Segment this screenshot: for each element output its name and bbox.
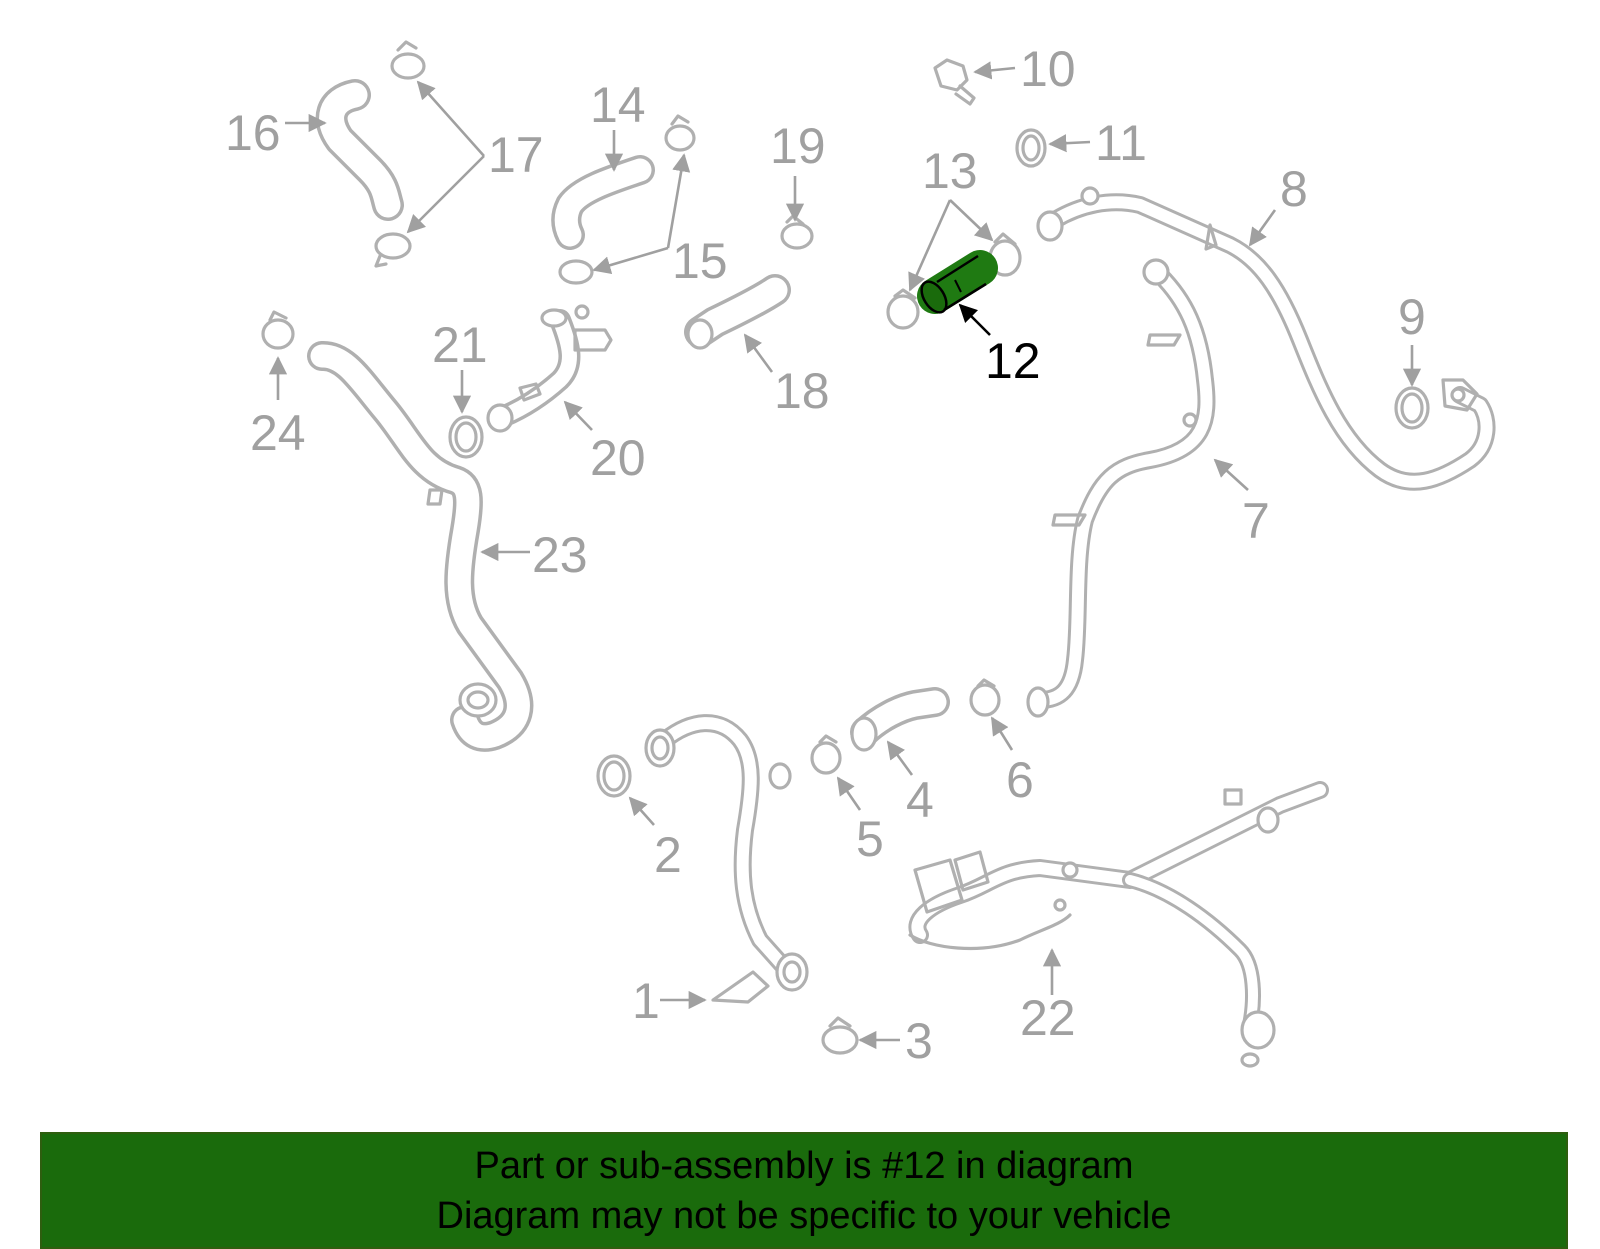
callout-2: 2 xyxy=(654,827,682,883)
hose-18 xyxy=(684,274,791,350)
callout-8: 8 xyxy=(1280,161,1308,217)
callout-22: 22 xyxy=(1020,990,1076,1046)
leader-12 xyxy=(958,303,991,336)
part-info-banner: Part or sub-assembly is #12 in diagram D… xyxy=(40,1132,1568,1249)
callout-15: 15 xyxy=(672,233,728,289)
leader-13a xyxy=(908,199,952,292)
callout-5: 5 xyxy=(856,811,884,867)
leader-6 xyxy=(990,716,1014,751)
hose-16 xyxy=(315,79,404,221)
callout-24: 24 xyxy=(250,405,306,461)
clamp-3 xyxy=(821,1016,859,1055)
pipe-1 xyxy=(644,714,809,1004)
hose-4 xyxy=(850,687,950,752)
clamp-17-top xyxy=(390,40,426,80)
callout-13: 13 xyxy=(922,143,978,199)
callout-3: 3 xyxy=(905,1013,933,1069)
callout-11: 11 xyxy=(1095,115,1147,171)
callout-21: 21 xyxy=(432,317,488,373)
callout-16: 16 xyxy=(225,105,281,161)
pipe-8 xyxy=(1036,186,1496,491)
leader-17b xyxy=(406,155,485,234)
leader-10 xyxy=(973,61,1016,80)
clamp-6 xyxy=(969,678,1001,717)
leader-2 xyxy=(628,796,655,826)
callout-10: 10 xyxy=(1020,41,1076,97)
clamp-17-bottom xyxy=(374,232,412,268)
hose-12-highlighted xyxy=(917,250,998,314)
callout-7: 7 xyxy=(1242,493,1270,549)
leader-15a xyxy=(666,153,691,249)
assembly-22 xyxy=(908,781,1329,1068)
callout-4: 4 xyxy=(906,772,934,828)
callout-17: 17 xyxy=(488,127,544,183)
pipe-7 xyxy=(1026,258,1216,718)
callout-1: 1 xyxy=(632,973,660,1029)
callout-14: 14 xyxy=(590,77,646,133)
clamp-15-top xyxy=(664,114,696,152)
o-ring-2 xyxy=(596,754,632,798)
callout-18: 18 xyxy=(774,363,830,419)
callout-19: 19 xyxy=(770,118,826,174)
sensor-10 xyxy=(933,58,976,106)
clamp-5 xyxy=(810,734,842,775)
o-ring-11 xyxy=(1015,128,1047,168)
callout-9: 9 xyxy=(1398,289,1426,345)
banner-line-part: Part or sub-assembly is #12 in diagram xyxy=(474,1144,1134,1187)
hose-14 xyxy=(551,155,655,250)
leader-18 xyxy=(743,333,774,373)
leader-11 xyxy=(1048,134,1091,153)
clamp-19 xyxy=(780,214,814,250)
leader-17a xyxy=(416,80,485,157)
clamp-15-bottom xyxy=(558,259,594,285)
leader-13b xyxy=(949,199,994,242)
leader-15b xyxy=(592,246,669,275)
hose-23 xyxy=(307,341,534,752)
clamp-13-lower xyxy=(886,288,920,330)
callout-23: 23 xyxy=(532,527,588,583)
leader-5 xyxy=(836,776,862,811)
leader-8 xyxy=(1248,209,1277,247)
clamp-24 xyxy=(261,310,295,350)
callout-12-highlighted: 12 xyxy=(985,333,1041,389)
leader-20 xyxy=(563,400,593,431)
banner-line-disclaimer: Diagram may not be specific to your vehi… xyxy=(436,1194,1172,1237)
leader-4 xyxy=(886,740,914,776)
callout-20: 20 xyxy=(590,430,646,486)
callout-6: 6 xyxy=(1006,752,1034,808)
fitting-20 xyxy=(486,304,613,433)
leader-7 xyxy=(1213,458,1249,491)
o-ring-21 xyxy=(448,415,484,459)
o-ring-9 xyxy=(1394,386,1430,430)
parts-diagram: 16 17 14 15 19 18 10 11 13 12 8 9 7 24 2… xyxy=(225,40,1496,1069)
